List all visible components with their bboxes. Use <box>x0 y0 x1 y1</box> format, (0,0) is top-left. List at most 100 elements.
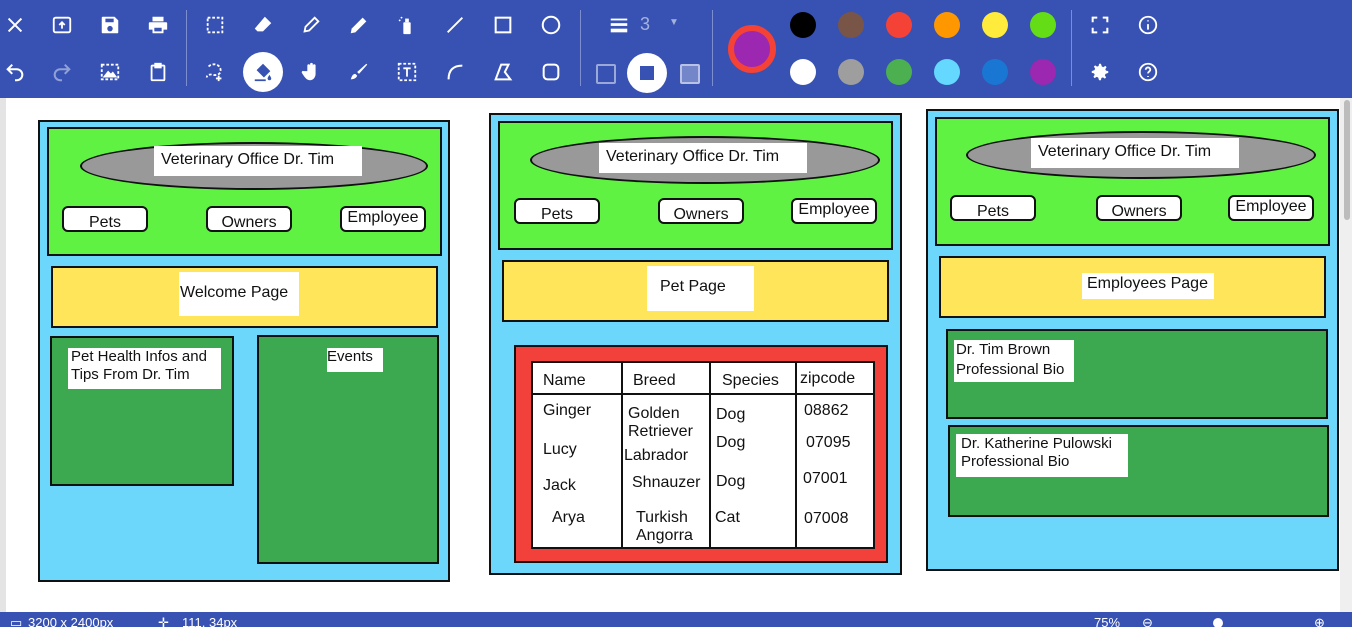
site-title: Veterinary Office Dr. Tim <box>599 143 807 173</box>
free-select-icon[interactable] <box>200 57 230 87</box>
zoom-slider-handle[interactable] <box>1213 618 1223 627</box>
color-swatch[interactable] <box>886 12 912 38</box>
employee-bio-label: Dr. Katherine Pulowski Professional Bio <box>956 434 1128 477</box>
zoom-out-icon[interactable]: ⊖ <box>1142 615 1153 627</box>
outline-fill-option[interactable] <box>680 64 700 84</box>
lines-icon[interactable] <box>604 10 634 40</box>
table-header-cell: Species <box>722 372 779 389</box>
settings-icon[interactable] <box>1085 57 1115 87</box>
color-swatch[interactable] <box>838 59 864 85</box>
nav-employee-button: Employee <box>340 206 426 232</box>
outline-only-option[interactable] <box>596 64 616 84</box>
pencil-icon[interactable] <box>344 10 374 40</box>
color-swatch[interactable] <box>934 59 960 85</box>
table-cell: 07095 <box>806 434 851 451</box>
color-swatch[interactable] <box>838 12 864 38</box>
events-label: Events <box>327 348 383 372</box>
fullscreen-icon[interactable] <box>1085 10 1115 40</box>
help-icon[interactable] <box>1133 57 1163 87</box>
chevron-down-icon[interactable]: ▼ <box>669 17 679 28</box>
spray-icon[interactable] <box>392 10 422 40</box>
cursor-position: 111, 34px <box>182 615 238 627</box>
table-cell: Lucy <box>543 441 577 458</box>
table-header-cell: Name <box>543 372 586 389</box>
page-label: Pet Page <box>647 266 754 311</box>
color-swatch[interactable] <box>934 12 960 38</box>
nav-pets-button: Pets <box>950 195 1036 221</box>
toolbar: 3 ▼ <box>0 0 1352 98</box>
table-cell: Shnauzer <box>632 474 701 491</box>
curve-icon[interactable] <box>440 57 470 87</box>
nav-employee-button: Employee <box>791 198 877 224</box>
close-icon[interactable] <box>0 10 30 40</box>
text-icon[interactable] <box>392 57 422 87</box>
cursor-icon: ✛ <box>158 615 169 627</box>
table-cell: Dog <box>716 434 746 451</box>
table-cell: Golden Retriever <box>628 405 693 440</box>
pet-table: Name Breed Species zipcode Ginger Golden… <box>531 361 875 549</box>
zoom-level: 75% <box>1094 615 1121 627</box>
table-cell: Cat <box>715 509 740 526</box>
eraser-icon[interactable] <box>248 10 278 40</box>
content-box-label: Pet Health Infos and Tips From Dr. Tim <box>68 348 221 389</box>
print-icon[interactable] <box>143 10 173 40</box>
table-cell: Ginger <box>543 402 592 419</box>
brush-icon[interactable] <box>344 57 374 87</box>
ellipse-icon[interactable] <box>536 10 566 40</box>
table-header-cell: zipcode <box>800 370 856 387</box>
nav-owners-button: Owners <box>206 206 292 232</box>
color-swatch[interactable] <box>1030 59 1056 85</box>
table-cell: 07008 <box>804 510 849 527</box>
zoom-in-icon[interactable]: ⊕ <box>1314 615 1325 627</box>
table-header-cell: Breed <box>633 372 676 389</box>
color-swatch[interactable] <box>886 59 912 85</box>
clipboard-icon[interactable] <box>143 57 173 87</box>
color-swatch[interactable] <box>1030 12 1056 38</box>
color-swatch[interactable] <box>982 59 1008 85</box>
table-cell: 08862 <box>804 402 849 419</box>
site-title: Veterinary Office Dr. Tim <box>1031 138 1239 168</box>
page-label: Welcome Page <box>179 272 299 316</box>
vertical-scrollbar[interactable] <box>1340 98 1352 612</box>
table-cell: Dog <box>716 406 746 423</box>
image-icon[interactable] <box>95 57 125 87</box>
page-label: Employees Page <box>1082 273 1214 299</box>
image-size-icon: ▭ <box>10 615 23 627</box>
color-picker-icon[interactable] <box>296 10 326 40</box>
color-swatch[interactable] <box>790 59 816 85</box>
image-size: 3200 x 2400px <box>28 615 114 627</box>
polygon-icon[interactable] <box>488 57 518 87</box>
undo-icon[interactable] <box>0 57 30 87</box>
nav-pets-button: Pets <box>62 206 148 232</box>
fill-only-option[interactable] <box>627 53 667 93</box>
employee-bio-label: Dr. Tim Brown Professional Bio <box>954 340 1074 382</box>
current-color-swatch[interactable] <box>728 25 776 73</box>
table-cell: Arya <box>552 509 585 526</box>
line-width-value[interactable]: 3 <box>640 14 651 34</box>
table-cell: Dog <box>716 473 746 490</box>
redo-icon[interactable] <box>47 57 77 87</box>
site-title: Veterinary Office Dr. Tim <box>154 146 362 176</box>
hand-icon[interactable] <box>296 57 326 87</box>
status-bar: ▭ 3200 x 2400px ✛ 111, 34px 75% ⊖ ⊕ <box>0 612 1352 627</box>
nav-pets-button: Pets <box>514 198 600 224</box>
nav-owners-button: Owners <box>1096 195 1182 221</box>
drawing-canvas[interactable]: Veterinary Office Dr. Tim Pets Owners Em… <box>6 98 1340 612</box>
nav-owners-button: Owners <box>658 198 744 224</box>
content-box-right <box>257 335 439 564</box>
rounded-rect-icon[interactable] <box>536 57 566 87</box>
rectangle-icon[interactable] <box>488 10 518 40</box>
table-cell: Labrador <box>624 447 689 464</box>
scrollbar-thumb[interactable] <box>1344 100 1350 220</box>
color-swatch[interactable] <box>982 12 1008 38</box>
fill-icon[interactable] <box>243 52 283 92</box>
info-icon[interactable] <box>1133 10 1163 40</box>
rect-select-icon[interactable] <box>200 10 230 40</box>
table-cell: Jack <box>543 477 576 494</box>
open-icon[interactable] <box>47 10 77 40</box>
color-swatch[interactable] <box>790 12 816 38</box>
table-cell: Turkish Angorra <box>636 509 693 544</box>
table-cell: 07001 <box>803 470 848 487</box>
save-icon[interactable] <box>95 10 125 40</box>
line-icon[interactable] <box>440 10 470 40</box>
